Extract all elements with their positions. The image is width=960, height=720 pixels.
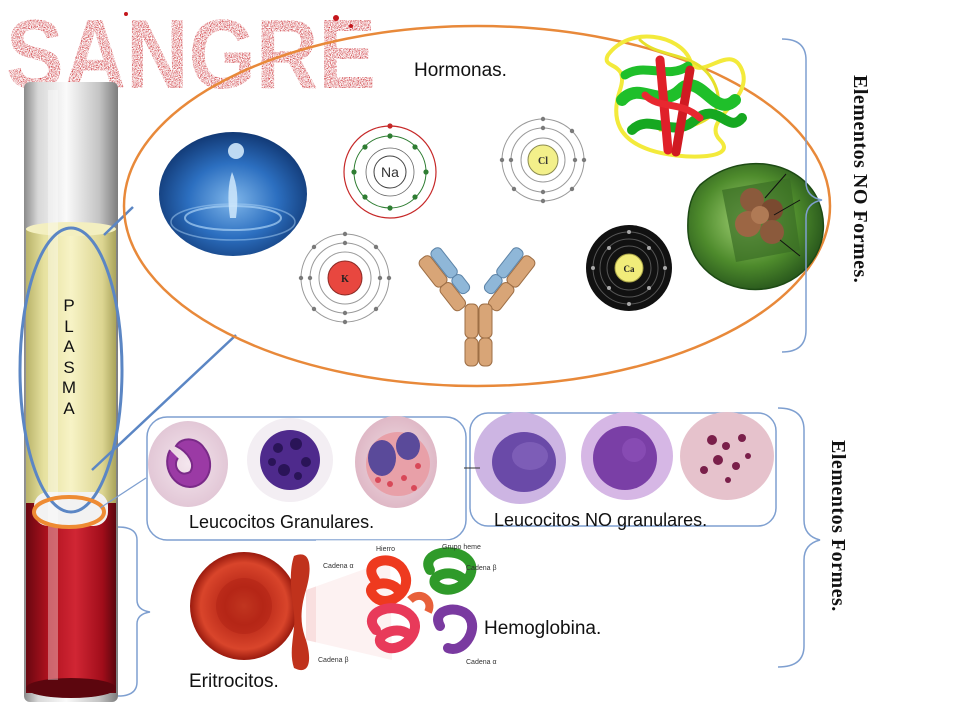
water-drop-image xyxy=(159,132,307,256)
lymphocyte-image xyxy=(581,412,673,500)
label-hormonas: Hormonas. xyxy=(414,60,507,81)
erythrocyte-profile-image xyxy=(290,554,310,671)
neutrophil-image xyxy=(148,421,228,507)
ion-cl-label: Cl xyxy=(538,156,548,167)
calcium-atom: Ca xyxy=(586,225,672,311)
ion-k-label: K xyxy=(341,274,349,285)
label-elementos-no-formes: Elementos NO Formes. xyxy=(849,75,871,284)
antibody-image xyxy=(418,247,536,367)
hemo-label-grupo-heme: Grupo heme xyxy=(442,544,481,551)
hemo-label-cadena-beta-2: Cadena β xyxy=(318,657,349,664)
bracket-no-formes xyxy=(781,38,823,353)
plasma-letter: A xyxy=(63,337,75,356)
hemo-label-cadena-alfa-1: Cadena α xyxy=(323,563,354,570)
hemoglobin-image: Hierro Grupo heme Cadena α Cadena β Cade… xyxy=(316,540,502,668)
sodium-atom: Na xyxy=(343,123,437,219)
label-eritrocitos: Eritrocitos. xyxy=(189,671,279,692)
bracket-formes xyxy=(777,407,821,668)
ion-ca-label: Ca xyxy=(624,264,635,274)
hemo-label-cadena-beta-1: Cadena β xyxy=(466,565,497,572)
label-leucocitos-no-granulares: Leucocitos NO granulares. xyxy=(494,510,708,530)
monocyte-image xyxy=(464,412,566,504)
chlorine-atom: Cl xyxy=(499,116,587,204)
connector-line-top xyxy=(103,206,134,236)
blood-cell-layer xyxy=(26,503,116,693)
plasma-label: P L A S M A xyxy=(54,296,84,419)
erythrocyte-image xyxy=(190,552,298,660)
buffy-coat-highlight xyxy=(32,495,106,529)
hemo-label-hierro: Hierro xyxy=(376,546,395,553)
plasma-letter: L xyxy=(64,316,74,336)
bracket-erythrocytes xyxy=(117,526,151,697)
platelets-image xyxy=(680,412,774,500)
plasma-layer xyxy=(26,228,116,503)
potassium-atom: K xyxy=(298,231,392,325)
plasma-letter: A xyxy=(63,398,75,418)
title-text: SANGRE xyxy=(6,4,376,96)
connector-line-bottom xyxy=(91,334,237,471)
eosinophil-image xyxy=(355,416,437,508)
plasma-letter: P xyxy=(63,296,75,315)
plasma-letter: S xyxy=(63,357,75,377)
hormone-protein-image xyxy=(604,34,747,159)
basophil-image xyxy=(247,418,333,502)
label-elementos-formes: Elementos Formes. xyxy=(827,440,849,612)
plasma-letter: M xyxy=(61,378,77,397)
connector-arrow-leucocytes xyxy=(99,477,147,509)
hemo-label-cadena-alfa-2: Cadena α xyxy=(466,659,497,666)
plasma-highlight-ellipse xyxy=(18,226,124,514)
test-tube xyxy=(24,82,118,702)
globular-protein-image xyxy=(687,162,825,291)
granular-leucocytes-box xyxy=(146,416,467,541)
title-sangre: SANGRE xyxy=(6,4,376,96)
plasma-contents-ellipse xyxy=(122,24,832,388)
ion-na-label: Na xyxy=(381,164,399,180)
label-leucocitos-granulares: Leucocitos Granulares. xyxy=(189,512,375,532)
label-hemoglobina: Hemoglobina. xyxy=(484,618,602,639)
